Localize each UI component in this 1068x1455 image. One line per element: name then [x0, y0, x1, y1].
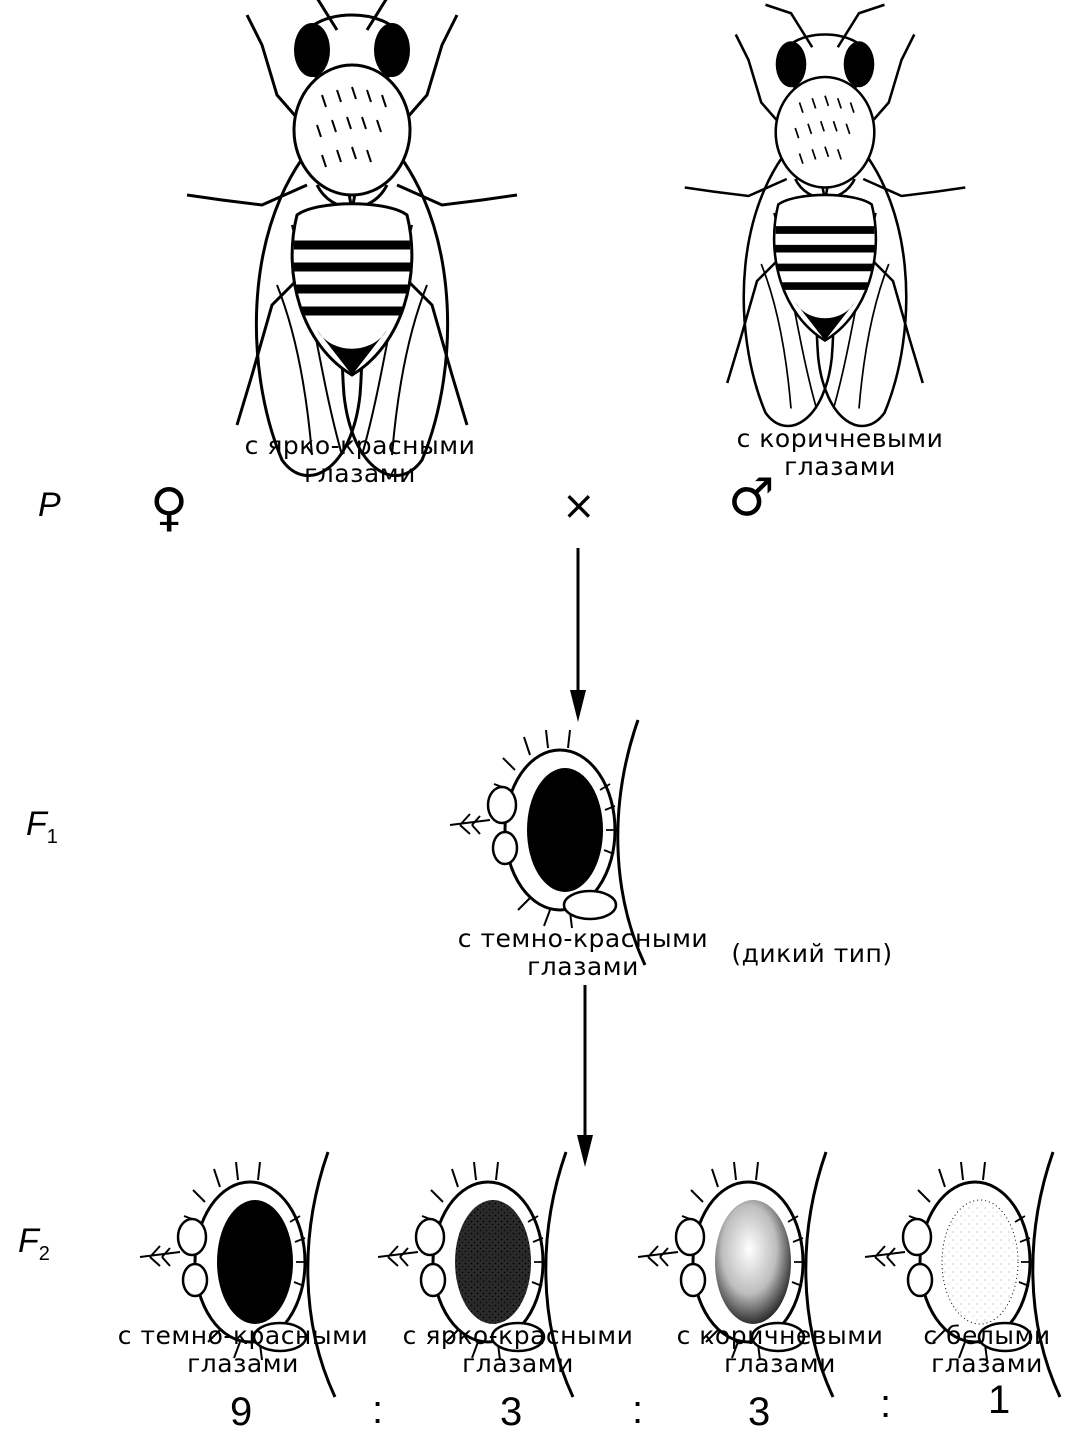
f2-caption-brown: с коричневыми глазами — [660, 1322, 900, 1378]
f2-caption-white-line1: с белыми — [912, 1322, 1062, 1350]
female-symbol: ♀ — [150, 478, 188, 538]
female-caption-line1: с ярко-красными — [215, 432, 505, 460]
ratio-dark-red: 9 — [230, 1390, 252, 1435]
female-fly-drawing — [187, 0, 517, 476]
f2-caption-bright-red-line2: глазами — [388, 1350, 648, 1378]
female-caption: с ярко-красными глазами — [215, 432, 505, 488]
generation-label-p: P — [38, 486, 61, 525]
f1-caption-line1: с темно-красными — [438, 925, 728, 953]
male-caption-line1: с коричневыми — [710, 425, 970, 453]
ratio-bright-red: 3 — [500, 1390, 522, 1435]
f1-wild-type-note: (дикий тип) — [712, 940, 912, 968]
ratio-separator-3: : — [880, 1382, 891, 1427]
f2-caption-brown-line1: с коричневыми — [660, 1322, 900, 1350]
cross-symbol: × — [562, 482, 596, 530]
ratio-separator-2: : — [632, 1388, 643, 1433]
f2-caption-dark-red-line1: с темно-красными — [108, 1322, 378, 1350]
f2-caption-dark-red: с темно-красными глазами — [108, 1322, 378, 1378]
f2-label-index: 2 — [39, 1243, 50, 1265]
f1-label-letter: F — [26, 805, 47, 843]
ratio-white: 1 — [988, 1378, 1010, 1423]
f2-caption-brown-line2: глазами — [660, 1350, 900, 1378]
f1-caption-line2: глазами — [438, 953, 728, 981]
generation-label-f2: F2 — [18, 1222, 50, 1266]
male-fly-drawing — [685, 5, 966, 426]
generation-label-f1: F1 — [26, 805, 58, 849]
f1-label-index: 1 — [47, 826, 58, 848]
ratio-separator-1: : — [372, 1388, 383, 1433]
f2-caption-bright-red-line1: с ярко-красными — [388, 1322, 648, 1350]
f2-label-letter: F — [18, 1222, 39, 1260]
f2-caption-white: с белыми глазами — [912, 1322, 1062, 1378]
male-symbol: ♂ — [728, 468, 775, 528]
f2-caption-bright-red: с ярко-красными глазами — [388, 1322, 648, 1378]
arrow-p-to-f1 — [570, 548, 586, 722]
f2-caption-white-line2: глазами — [912, 1350, 1062, 1378]
f1-caption: с темно-красными глазами — [438, 925, 728, 981]
ratio-brown: 3 — [748, 1390, 770, 1435]
female-caption-line2: глазами — [215, 460, 505, 488]
f2-caption-dark-red-line2: глазами — [108, 1350, 378, 1378]
arrow-f1-to-f2 — [577, 985, 593, 1167]
